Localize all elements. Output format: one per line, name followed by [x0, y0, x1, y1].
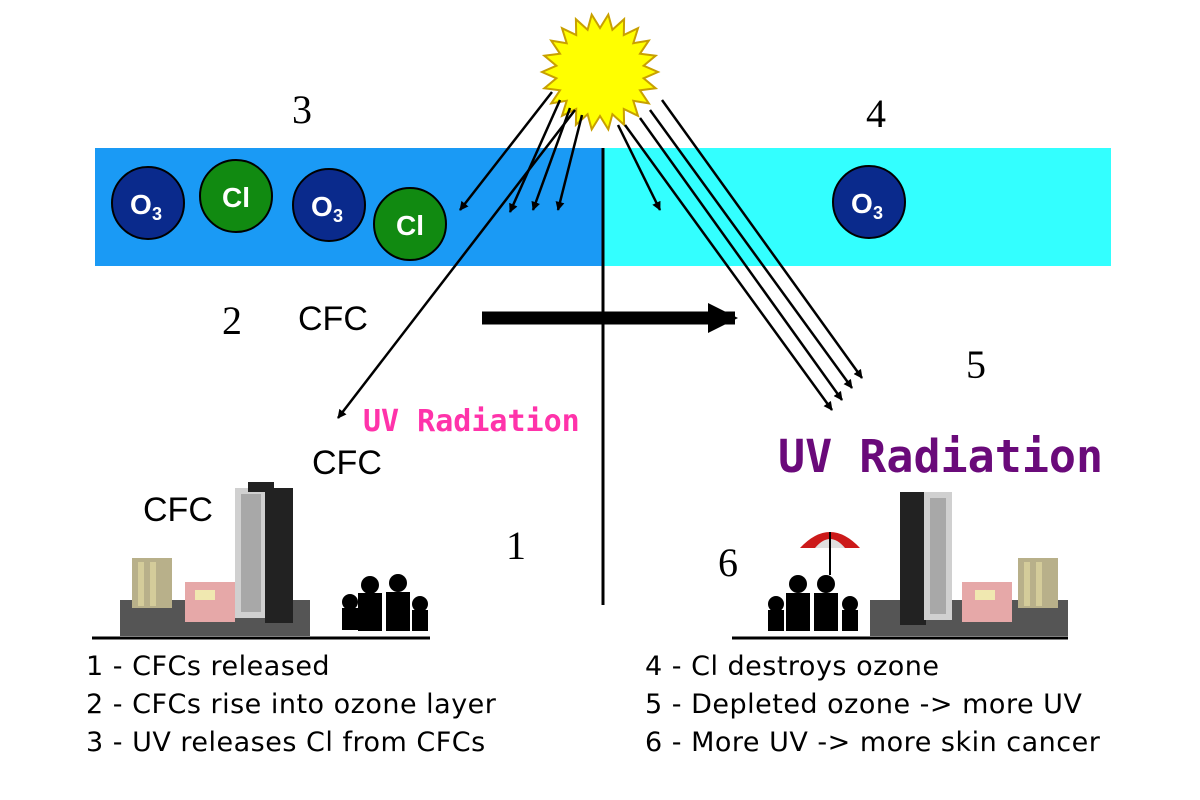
svg-text:Cl: Cl — [396, 210, 424, 241]
svg-text:3: 3 — [873, 203, 883, 223]
svg-text:O: O — [851, 188, 873, 219]
legend-item: 4 - Cl destroys ozone — [645, 651, 940, 682]
svg-text:O: O — [130, 189, 152, 220]
chlorine-molecule: Cl — [199, 159, 273, 233]
umbrella-icon — [800, 532, 860, 575]
ozone-molecule: O 3 — [292, 168, 366, 242]
cfc-label: CFC — [143, 491, 213, 529]
step-number-1: 1 — [506, 523, 526, 568]
step-number-6: 6 — [718, 540, 738, 585]
uv-rays-left — [337, 91, 584, 419]
step-number-5: 5 — [966, 342, 986, 387]
legend-item: 6 - More UV -> more skin cancer — [645, 727, 1101, 758]
legend-item: 5 - Depleted ozone -> more UV — [645, 689, 1083, 720]
cfc-label: CFC — [312, 444, 382, 482]
people-icon — [768, 575, 858, 631]
legend-left: 1 - CFCs released 2 - CFCs rise into ozo… — [86, 648, 496, 762]
ozone-molecule-remaining: O 3 — [832, 165, 906, 239]
step-number-2: 2 — [222, 298, 242, 343]
svg-text:Cl: Cl — [222, 182, 250, 213]
uv-rays-right — [616, 99, 864, 411]
city-skyline-right — [870, 492, 1068, 636]
chlorine-molecule: Cl — [373, 187, 447, 261]
legend-item: 2 - CFCs rise into ozone layer — [86, 689, 497, 720]
uv-radiation-label-large: UV Radiation — [778, 430, 1103, 483]
ozone-molecule: O 3 — [111, 166, 185, 240]
legend-item: 1 - CFCs released — [86, 651, 331, 682]
legend-right: 4 - Cl destroys ozone 5 - Depleted ozone… — [645, 648, 1100, 762]
svg-text:3: 3 — [152, 204, 162, 224]
city-skyline-left — [120, 482, 310, 636]
step-number-3: 3 — [292, 87, 312, 132]
sun-icon — [539, 12, 661, 132]
svg-text:3: 3 — [333, 206, 343, 226]
step-number-4: 4 — [866, 91, 886, 136]
people-icon — [342, 574, 428, 631]
legend-item: 3 - UV releases Cl from CFCs — [86, 727, 486, 758]
svg-text:O: O — [311, 191, 333, 222]
uv-radiation-label-small: UV Radiation — [363, 404, 580, 439]
cfc-label: CFC — [298, 300, 368, 338]
